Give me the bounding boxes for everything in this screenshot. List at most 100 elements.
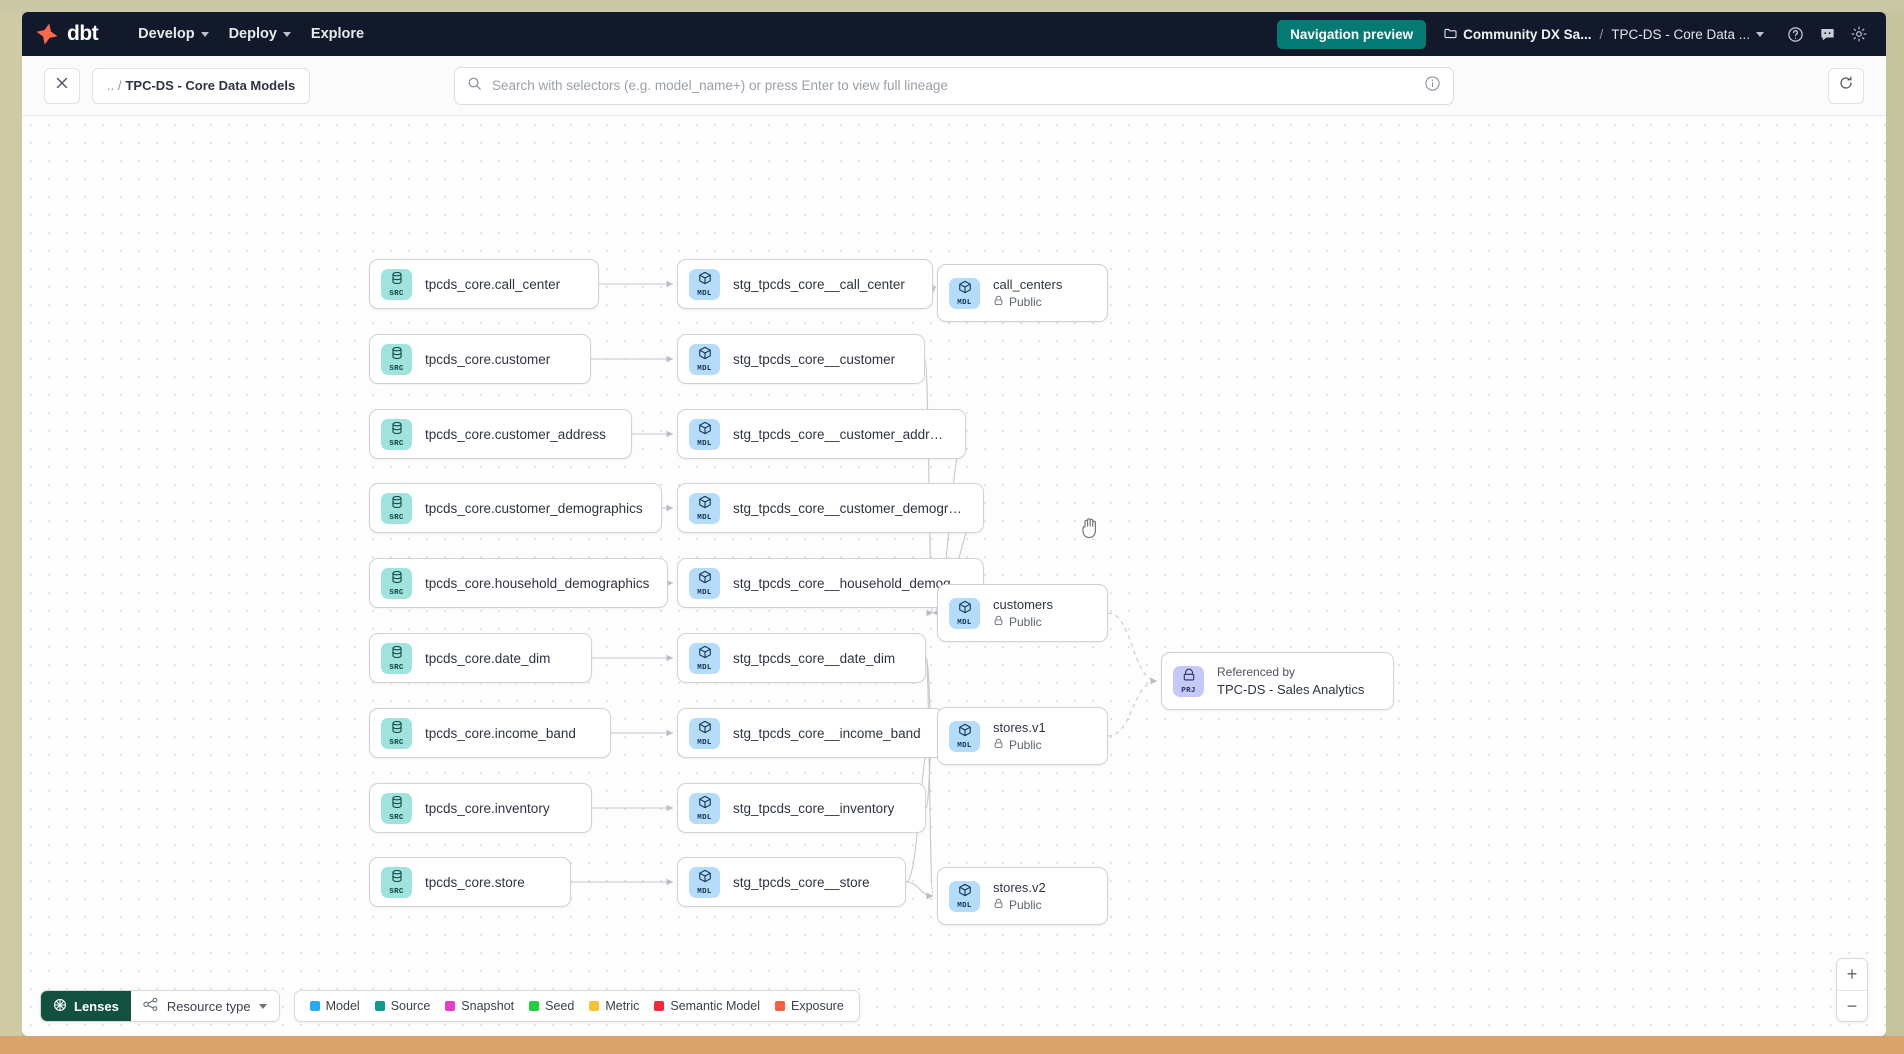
gear-icon[interactable] [1846, 21, 1872, 47]
lenses-button[interactable]: Lenses [41, 991, 131, 1021]
breadcrumb-account[interactable]: Community DX Sa... [1444, 27, 1591, 42]
source-badge: SRC [381, 268, 412, 300]
database-icon [390, 421, 404, 439]
lineage-search-box[interactable] [454, 66, 1454, 105]
project-badge: PRJ [1173, 665, 1204, 697]
nav-item-develop[interactable]: Develop [128, 12, 218, 56]
database-icon [390, 645, 404, 663]
lineage-toolbar: .. / TPC-DS - Core Data Models [22, 56, 1886, 116]
node-access-label: Public [1009, 738, 1042, 752]
nodes-icon [143, 997, 159, 1015]
legend-label: Exposure [790, 999, 844, 1013]
breadcrumb-project-label: TPC-DS - Core Data ... [1611, 26, 1750, 42]
node-access: Public [993, 615, 1053, 629]
lineage-bottom-bar: Lenses Resource type [40, 990, 860, 1022]
database-icon [390, 570, 404, 588]
dbt-logo[interactable]: dbt [34, 21, 99, 47]
zoom-controls: + − [1836, 958, 1868, 1022]
source-badge: SRC [381, 792, 412, 824]
chevron-down-icon [282, 31, 291, 37]
info-circle-icon[interactable] [1424, 75, 1441, 97]
node-label: stores.v2 [993, 880, 1046, 895]
node-label: stg_tpcds_core__date_dim [733, 650, 896, 666]
dbt-logo-text: dbt [67, 22, 99, 45]
nav-item-develop-label: Develop [138, 26, 195, 42]
lineage-breadcrumb-chip[interactable]: .. / TPC-DS - Core Data Models [92, 67, 311, 104]
referenced-project-name: TPC-DS - Sales Analytics [1217, 682, 1365, 697]
chevron-down-icon [258, 1003, 267, 1009]
legend-swatch [529, 1001, 540, 1011]
zoom-out-button[interactable]: − [1837, 990, 1867, 1021]
badge-label: SRC [389, 738, 404, 747]
database-icon [390, 795, 404, 813]
badge-label: SRC [389, 289, 404, 298]
badge-label: SRC [389, 813, 404, 822]
node-label: tpcds_core.customer_demographics [425, 500, 643, 516]
node-label: stores.v1 [993, 720, 1046, 735]
feedback-icon[interactable] [1814, 21, 1840, 47]
badge-label: MDL [697, 439, 712, 448]
model-badge: MDL [689, 492, 720, 524]
legend-label: Semantic Model [670, 999, 760, 1013]
model-badge: MDL [689, 642, 720, 674]
lock-icon [993, 898, 1004, 912]
legend-label: Seed [545, 999, 575, 1013]
model-badge: MDL [689, 792, 720, 824]
lens-icon [53, 998, 67, 1015]
source-badge: SRC [381, 418, 412, 450]
help-circle-icon[interactable] [1782, 21, 1808, 47]
search-icon [467, 76, 482, 96]
lock-icon [993, 738, 1004, 752]
chevron-down-icon [200, 31, 209, 37]
cube-icon [958, 723, 972, 741]
node-label: tpcds_core.household_demographics [425, 575, 650, 591]
nav-item-explore[interactable]: Explore [301, 12, 374, 56]
zoom-in-button[interactable]: + [1846, 964, 1858, 984]
search-input[interactable] [482, 78, 1424, 93]
legend-item: Source [374, 999, 430, 1013]
breadcrumb-project[interactable]: TPC-DS - Core Data ... [1611, 27, 1764, 42]
source-node[interactable]: SRC tpcds_core.customer_address [369, 409, 632, 459]
cube-icon [958, 883, 972, 901]
navigation-preview-button[interactable]: Navigation preview [1277, 19, 1427, 49]
cube-icon [698, 720, 712, 738]
close-lineage-button[interactable] [44, 67, 80, 104]
node-label: tpcds_core.date_dim [425, 650, 551, 666]
breadcrumb-separator: / [1599, 26, 1604, 42]
model-badge: MDL [949, 597, 980, 629]
lock-icon [993, 615, 1004, 629]
nav-item-deploy[interactable]: Deploy [219, 12, 301, 56]
lenses-control-group: Lenses Resource type [40, 990, 280, 1022]
cube-icon [958, 600, 972, 618]
desktop-edge-left [0, 0, 22, 1054]
refresh-lineage-button[interactable] [1828, 67, 1864, 104]
model-node[interactable]: MDL stg_tpcds_core__date_dim [677, 633, 926, 683]
badge-label: MDL [957, 901, 972, 910]
resource-type-dropdown[interactable]: Resource type [130, 991, 279, 1021]
node-label: tpcds_core.customer_address [425, 426, 606, 442]
